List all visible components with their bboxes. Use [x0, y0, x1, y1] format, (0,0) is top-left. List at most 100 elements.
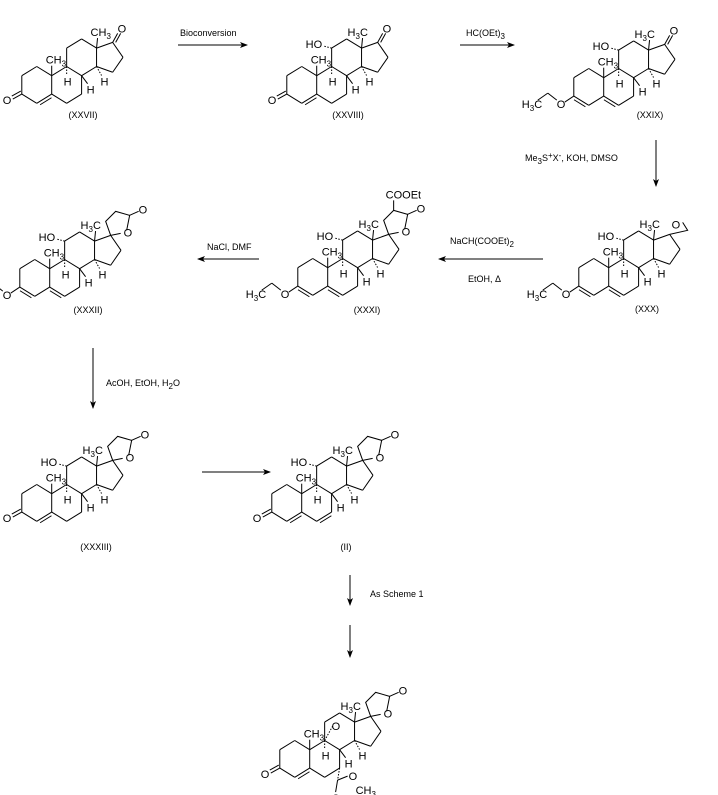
bond	[19, 259, 36, 270]
bond	[81, 66, 97, 77]
bond	[64, 259, 80, 270]
bond	[324, 712, 340, 723]
ethyl-bond	[537, 92, 549, 101]
oxygen-atom: O	[3, 513, 12, 525]
methyl-label: CH3	[356, 785, 377, 795]
bond	[648, 68, 665, 75]
methyl-label: CH3	[46, 55, 67, 69]
bond	[593, 285, 609, 296]
bond	[51, 66, 67, 77]
carbonyl-bond	[277, 93, 288, 100]
hydroxyl-label: HO	[598, 231, 615, 243]
bond	[588, 95, 604, 106]
lactone-ring	[107, 435, 133, 461]
hydrogen-atom: H	[377, 269, 385, 281]
lactone-ring	[365, 691, 391, 717]
bond	[669, 249, 681, 265]
bond	[648, 43, 665, 51]
bond	[36, 66, 52, 77]
hydrogen-atom: H	[340, 269, 348, 281]
carbonyl-bond	[112, 33, 119, 43]
bond	[342, 230, 358, 241]
lactone-oxygen: O	[124, 227, 133, 239]
bond	[339, 740, 355, 751]
oxygen-atom: O	[670, 25, 679, 37]
wedge-bond	[633, 77, 640, 86]
ether-bond	[10, 286, 21, 294]
hydrogen-atom: H	[653, 79, 661, 91]
bond	[653, 233, 670, 241]
bond	[312, 258, 328, 269]
wedge-bond	[339, 749, 347, 759]
hydroxyl-label: HO	[317, 231, 334, 243]
double-bond-5-6	[603, 99, 616, 108]
bond	[346, 38, 362, 49]
wedge-bond	[370, 713, 381, 717]
methyl-label: H3C	[522, 99, 542, 113]
bond	[346, 484, 363, 491]
hydrogen-atom: H	[85, 278, 93, 290]
bond	[618, 40, 634, 51]
hydrogen-atom: H	[62, 270, 70, 282]
bond	[309, 740, 325, 751]
hydrogen-atom: H	[658, 269, 666, 281]
carbonyl-oxygen: O	[139, 204, 148, 216]
double-bond-4-5	[39, 97, 52, 106]
bond	[633, 68, 649, 79]
epoxide-ring	[669, 222, 689, 235]
bond	[357, 230, 373, 241]
carbonyl-bond	[11, 90, 22, 97]
wedge-bond	[331, 493, 339, 503]
bond	[51, 484, 67, 495]
lactone-ring	[105, 210, 131, 236]
bond	[112, 42, 124, 58]
bond	[578, 285, 595, 296]
bond	[279, 767, 296, 778]
bond	[96, 41, 113, 49]
hydrogen-atom: H	[352, 85, 360, 97]
bond	[66, 511, 82, 522]
compound-label-II: (II)	[341, 542, 352, 552]
carbonyl-bond	[131, 435, 141, 441]
carbonyl-bond	[381, 435, 391, 441]
carbonyl-bond	[262, 511, 273, 518]
bond	[331, 38, 347, 49]
carbonyl-bond	[276, 90, 287, 97]
bond	[388, 234, 400, 250]
bond	[34, 286, 50, 297]
oxygen-atom: O	[253, 513, 262, 525]
bond	[608, 285, 624, 296]
bond	[21, 484, 38, 495]
wedge-bond	[94, 231, 97, 242]
bond	[301, 511, 317, 522]
hydrogen-atom: H	[329, 77, 337, 89]
compound-label-XXX: (XXX)	[635, 304, 659, 314]
bond	[618, 95, 634, 106]
wedge-bond	[110, 232, 121, 236]
wedge-bond	[638, 267, 645, 277]
epoxide-oxygen: O	[672, 219, 681, 231]
hash-bond	[58, 463, 67, 467]
bond	[633, 40, 649, 51]
hydrogen-atom: H	[366, 77, 374, 89]
carbonyl-oxygen: O	[141, 429, 150, 441]
hydrogen-atom: H	[87, 503, 95, 515]
bond	[19, 286, 36, 297]
bond	[331, 456, 347, 467]
bond	[297, 285, 314, 296]
wedge-bond	[388, 231, 399, 235]
bond	[623, 230, 639, 241]
bond	[664, 59, 676, 75]
lactone-ring	[357, 435, 383, 461]
wedge-bond	[112, 457, 123, 461]
lactone-oxygen: O	[384, 708, 393, 720]
bond	[21, 511, 38, 522]
double-bond-6-7	[319, 515, 332, 524]
hydrogen-atom: H	[639, 87, 647, 99]
ether-bond	[288, 285, 299, 293]
carbonyl-oxygen: O	[417, 203, 426, 215]
wedge-bond	[81, 493, 88, 503]
oxygen-atom: O	[118, 23, 127, 35]
